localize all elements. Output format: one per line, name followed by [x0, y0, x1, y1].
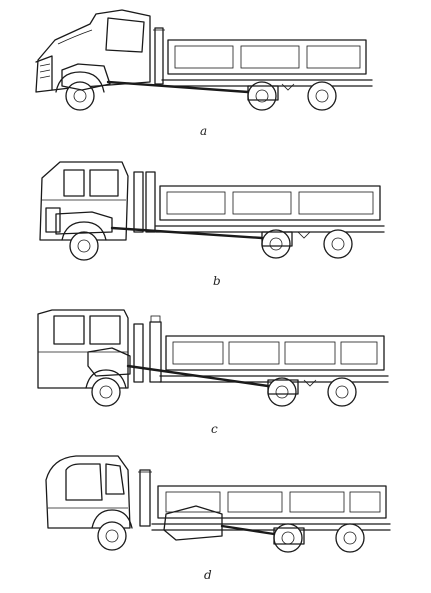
- truck-b-drivetrain: [55, 211, 311, 247]
- panel-b-label: b: [213, 274, 221, 288]
- panel-d: d: [45, 455, 391, 582]
- truck-c-exhaust: [133, 315, 162, 383]
- truck-b-exhaust: [133, 171, 156, 233]
- truck-d-wheels: [97, 521, 365, 553]
- panel-a-label: a: [200, 124, 207, 138]
- truck-b-cargo-bed: [155, 185, 385, 233]
- truck-a-cargo-bed: [161, 39, 373, 87]
- truck-a-exhaust: [153, 27, 165, 85]
- truck-a-drivetrain: [61, 63, 295, 101]
- truck-c-cab: [37, 309, 129, 389]
- truck-d-drivetrain: [163, 505, 305, 545]
- truck-d-cab: [45, 455, 133, 529]
- truck-b-wheels: [69, 229, 353, 261]
- truck-b-cab: [39, 161, 129, 241]
- truck-a-wheels: [65, 81, 337, 111]
- truck-c-wheels: [91, 377, 357, 407]
- panel-d-label: d: [204, 568, 212, 582]
- truck-d-exhaust: [138, 469, 152, 527]
- truck-a-cab: [35, 9, 151, 93]
- panel-b: b: [39, 161, 385, 288]
- panel-c: c: [37, 309, 389, 436]
- truck-c-drivetrain: [87, 347, 317, 395]
- panel-a: a: [35, 9, 373, 138]
- panel-c-label: c: [211, 422, 218, 436]
